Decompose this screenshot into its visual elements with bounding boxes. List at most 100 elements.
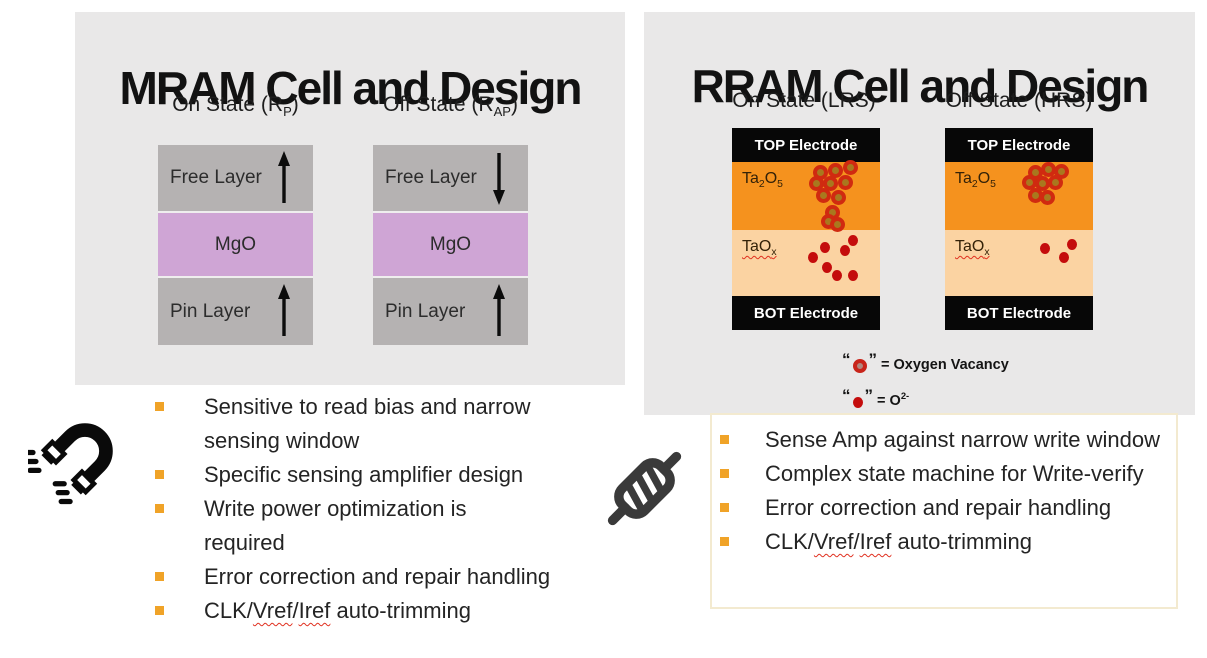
taox-label: TaOx (742, 238, 777, 258)
bullet-line: required (204, 530, 285, 555)
bullet-line: Complex state machine for Write-verify (765, 461, 1144, 486)
bullet-square-icon (155, 470, 164, 479)
oxygen-vacancy-icon (852, 359, 867, 373)
taox-t1: TaO (742, 238, 772, 255)
ta2o5-t2: O (764, 170, 778, 187)
list-item: CLK/Vref/Iref auto-trimming (720, 525, 1170, 559)
bullet-square-icon (155, 504, 164, 513)
bullet-text: Specific sensing amplifier design (204, 458, 523, 492)
pin-layer-label: Pin Layer (170, 300, 251, 322)
ta2o5-s1: 2 (758, 179, 765, 191)
legend-ion-text: = O2- (877, 390, 909, 409)
trim-vref: Vref (252, 598, 293, 623)
taox-label: TaOx (955, 238, 990, 258)
legend-vacancy-text: = Oxygen Vacancy (881, 357, 1009, 373)
up-arrow-icon (493, 284, 505, 336)
top-electrode-off: TOP Electrode (945, 128, 1093, 162)
bullet-line: sensing window (204, 428, 360, 453)
mram-title: MRAM Cell and Design (119, 61, 583, 114)
bullet-text: Error correction and repair handling (765, 491, 1111, 525)
taox-s1: x (984, 247, 990, 259)
mgo-layer-off: MgO (373, 211, 528, 278)
bullet-text: Sense Amp against narrow write window (765, 423, 1160, 457)
mram-bullet-list: Sensitive to read bias and narrow sensin… (155, 390, 595, 628)
free-layer-on: Free Layer (158, 145, 313, 211)
taox-layer-on: TaOx (732, 230, 880, 296)
top-electrode-on: TOP Electrode (732, 128, 880, 162)
bullet-line: CLK/Vref/Iref auto-trimming (765, 525, 1032, 559)
ta2o5-s2: 5 (990, 179, 996, 191)
trim-pre: CLK/ (204, 598, 253, 623)
list-item: Write power optimization is required (155, 492, 595, 560)
taox-s1: x (771, 247, 777, 259)
ta2o5-label: Ta2O5 (955, 170, 996, 190)
list-item: Error correction and repair handling (720, 491, 1170, 525)
rram-bullet-box: Sense Amp against narrow write window Co… (710, 413, 1178, 609)
rram-on-state-label: On State (LRS) (732, 89, 876, 112)
trim-vref: Vref (813, 529, 854, 554)
ta2o5-s2: 5 (777, 179, 783, 191)
trim-pre: CLK/ (765, 529, 814, 554)
mram-off-state-sub: AP (493, 104, 511, 120)
open-quote: “ (842, 386, 851, 405)
list-item: Complex state machine for Write-verify (720, 457, 1170, 491)
bullet-line: Write power optimization is (204, 496, 467, 521)
mram-on-state-sub: P (283, 104, 292, 120)
rram-off-stack: TOP Electrode Ta2O5 TaOx BOT Electrode (945, 128, 1093, 330)
ta2o5-t1: Ta (742, 170, 759, 187)
bullet-line: Error correction and repair handling (204, 564, 551, 589)
bullet-line: Sense Amp against narrow write window (765, 427, 1160, 452)
rram-off-state-label: Off State (HRS) (945, 89, 1093, 112)
bullet-line: CLK/Vref/Iref auto-trimming (204, 594, 471, 628)
bullet-square-icon (720, 435, 729, 444)
ta2o5-t2: O (977, 170, 991, 187)
bullet-square-icon (155, 402, 164, 411)
bullet-square-icon (720, 469, 729, 478)
rram-title: RRAM Cell and Design (691, 59, 1150, 112)
trim-post: auto-trimming (891, 529, 1032, 554)
magnet-icon (28, 423, 113, 505)
bot-electrode-on: BOT Electrode (732, 296, 880, 330)
mram-on-state-text: On State (R (172, 93, 284, 116)
trim-post: auto-trimming (330, 598, 471, 623)
rram-on-stack: TOP Electrode Ta2O5 TaOx BOT Electrode (732, 128, 880, 330)
bot-electrode-off: BOT Electrode (945, 296, 1093, 330)
resistor-icon (607, 451, 682, 526)
trim-iref: Iref (298, 598, 331, 623)
mram-off-state-label: Off State (RAP) (338, 92, 563, 120)
bullet-text: CLK/Vref/Iref auto-trimming (765, 525, 1032, 559)
close-quote: ” (864, 386, 874, 405)
ta2o5-t1: Ta (955, 170, 972, 187)
list-item: Specific sensing amplifier design (155, 458, 595, 492)
mgo-label: MgO (429, 233, 472, 255)
bullet-text: Sensitive to read bias and narrow sensin… (204, 390, 531, 458)
taox-t1: TaO (955, 238, 985, 255)
ta2o5-layer-on: Ta2O5 (732, 162, 880, 230)
bullet-text: CLK/Vref/Iref auto-trimming (204, 594, 471, 628)
mram-off-state-close: ) (510, 93, 518, 116)
mram-on-state-close: ) (291, 93, 299, 116)
mram-on-stack: Free Layer MgO Pin Layer (158, 145, 313, 345)
mram-off-state-text: Off State (R (383, 93, 494, 116)
up-arrow-icon (278, 284, 290, 336)
close-quote: ” (868, 350, 878, 369)
ta2o5-layer-off: Ta2O5 (945, 162, 1093, 230)
bullet-square-icon (720, 537, 729, 546)
ta2o5-s1: 2 (971, 179, 978, 191)
bullet-square-icon (720, 503, 729, 512)
bullet-square-icon (155, 606, 164, 615)
rram-panel: RRAM Cell and Design On State (LRS) Off … (644, 12, 1195, 415)
bullet-square-icon (155, 572, 164, 581)
mgo-label: MgO (214, 233, 257, 255)
mram-on-state-label: On State (RP) (123, 92, 348, 120)
bullet-line: Sensitive to read bias and narrow (204, 394, 531, 419)
rram-bullet-list: Sense Amp against narrow write window Co… (720, 423, 1170, 559)
down-arrow-icon (493, 153, 505, 205)
free-layer-off: Free Layer (373, 145, 528, 211)
free-layer-label: Free Layer (170, 167, 262, 188)
list-item: CLK/Vref/Iref auto-trimming (155, 594, 595, 628)
oxygen-ion-icon (852, 397, 863, 408)
bullet-line: Error correction and repair handling (765, 495, 1112, 520)
pin-layer-label: Pin Layer (385, 300, 466, 322)
mram-panel: MRAM Cell and Design On State (RP) Off S… (75, 12, 625, 385)
